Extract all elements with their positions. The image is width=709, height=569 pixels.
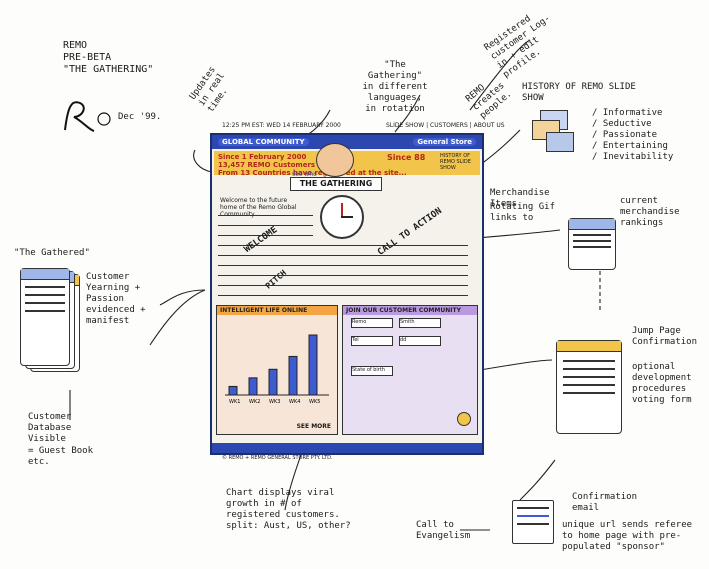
form-field[interactable]: Tel [351,336,393,346]
merch-ranking-card [568,218,616,270]
copyright-line: © REMO + REMO GENERAL STORE PTY. LTD. [222,455,333,461]
note-customer-database: Customer Database Visible [28,412,72,444]
header-note-line3: "THE GATHERING" [63,64,154,75]
chart-tick-label: WK4 [289,399,300,405]
history-of-remo-link[interactable]: HISTORY OF REMO SLIDE SHOW [440,153,471,171]
checklist-item: / Passionate [592,130,658,140]
chart-tick-label: WK3 [269,399,280,405]
note-call-evangelism: Call to Evangelism [416,520,471,541]
page-timestamp: 12:25 PM EST: WED 14 FEBRUARY 2000 [222,122,341,129]
chart-bar [288,355,298,396]
chart-tick-label: WK2 [249,399,260,405]
signature-date: Dec '99. [118,112,162,122]
clock-icon [320,195,364,239]
form-field[interactable]: Remo [351,318,393,328]
global-community-button[interactable]: GLOBAL COMMUNITY [218,138,309,146]
note-jump-page: Jump Page Confirmation [632,326,698,347]
head-icon [316,143,354,177]
general-store-button[interactable]: General Store [413,138,476,146]
slideshow-checklist: / Informative / Seductive / Passionate /… [592,108,673,163]
note-registered-login: Registered customer Log-in + edit profil… [482,13,553,81]
welcome-word: WELCOME [242,225,280,255]
note-unique-url: unique url sends referee to home page wi… [562,520,693,552]
pitch-word: PITCH [263,268,289,291]
page-top-links[interactable]: SLIDE SHOW | CUSTOMERS | ABOUT US [386,122,505,129]
page-footer [212,443,482,453]
chart-bar [308,334,318,396]
see-more-link[interactable]: SEE MORE [296,423,331,430]
go-icon[interactable] [457,412,471,426]
chart-tick-label: WK5 [309,399,320,405]
welcome-text: Welcome to the future home of the Remo G… [220,197,297,218]
chart-bar [248,377,258,396]
join-community-heading: JOIN OUR CUSTOMER COMMUNITY [343,306,477,315]
since-88: Since 88 [387,153,426,162]
note-current-merch: current merchandise rankings [620,196,680,228]
note-confirmation-email: Confirmation email [572,492,638,513]
jump-page-card [556,340,622,434]
checklist-item: / Informative [592,108,663,118]
note-optional-dev: optional development procedures voting f… [632,362,692,405]
header-note-line2: PRE-BETA [63,52,112,63]
note-customer-yearning: Customer Yearning + Passion evidenced + … [86,272,146,326]
note-updates: Updates in real time. [188,64,230,115]
countries-line: From 13 Countries have registered at the… [218,169,407,177]
gathered-stack [20,268,80,378]
checklist-item: / Entertaining [592,141,668,151]
form-field[interactable]: Smith [399,318,441,328]
since-line: Since 1 February 2000 [218,153,307,161]
join-community-panel: JOIN OUR CUSTOMER COMMUNITY Remo Smith T… [342,305,478,435]
see-who-link[interactable]: see who [292,171,317,178]
note-guest-book: = Guest Book etc. [28,446,94,467]
homepage-mockup: GLOBAL COMMUNITY General Store Since 1 F… [210,133,484,455]
count-line: 13,457 REMO Customers [218,161,316,169]
note-chart: Chart displays viral growth in # of regi… [226,488,351,531]
note-gathered: "The Gathered" [14,248,90,258]
growth-chart: WK1 WK2 WK3 WK4 WK5 [225,334,329,405]
gathering-title: THE GATHERING [290,177,382,191]
slideshow-sketch [528,110,580,154]
form-field[interactable]: dd [399,336,441,346]
note-gathering-languages: "The Gathering" in different languages, … [362,60,428,114]
note-merchandise: Merchandise Items [490,188,550,209]
header-note: REMO PRE-BETA "THE GATHERING" [63,40,153,76]
intelligent-life-heading: INTELLIGENT LIFE ONLINE [217,306,337,315]
checklist-item: / Inevitability [592,152,674,162]
stats-text: Since 1 February 2000 13,457 REMO Custom… [218,153,407,177]
chart-tick-label: WK1 [229,399,240,405]
checklist-item: / Seductive [592,119,652,129]
signature-mark [64,101,111,132]
email-card [512,500,554,544]
page-topbar: GLOBAL COMMUNITY General Store [212,135,482,149]
note-history-slideshow: HISTORY OF REMO SLIDE SHOW [522,82,636,103]
header-note-line1: REMO [63,40,88,51]
chart-bar [228,385,238,396]
form-field[interactable]: State of birth [351,366,393,376]
note-rotating-gif: Rotating Gif links to [490,202,556,223]
call-to-action-word: CALL TO ACTION [375,206,444,258]
chart-bar [268,368,278,396]
